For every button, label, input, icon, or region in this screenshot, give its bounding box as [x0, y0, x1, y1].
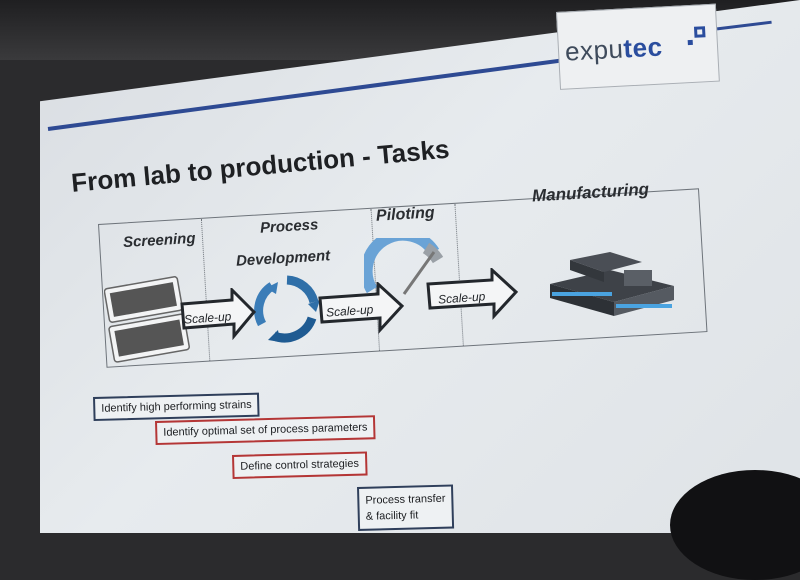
stage-label-piloting: Piloting	[375, 204, 436, 225]
scale-up-arrow	[318, 282, 404, 334]
logo-text-part1: expu	[564, 33, 625, 67]
task-identify-strains: Identify high performing strains	[93, 392, 260, 421]
task-process-transfer-line1: Process transfer	[365, 492, 446, 507]
cycle-arrows-icon	[254, 275, 320, 343]
header-rule	[47, 58, 564, 131]
exputec-mark-icon	[687, 26, 706, 46]
plant-equipment-icon	[550, 252, 674, 316]
stage-label-process: Process	[259, 216, 319, 237]
scale-up-arrow	[426, 268, 518, 320]
task-control-strategies: Define control strategies	[232, 451, 368, 479]
scale-up-arrow	[180, 288, 256, 340]
company-logo: exputec	[556, 3, 720, 90]
microplate-icon	[104, 276, 190, 363]
logo-text-part2: tec	[622, 31, 664, 64]
task-process-transfer: Process transfer & facility fit	[357, 484, 455, 531]
task-process-transfer-line2: & facility fit	[365, 509, 419, 523]
gauge-icon	[364, 238, 444, 295]
header-rule-right	[711, 20, 772, 31]
